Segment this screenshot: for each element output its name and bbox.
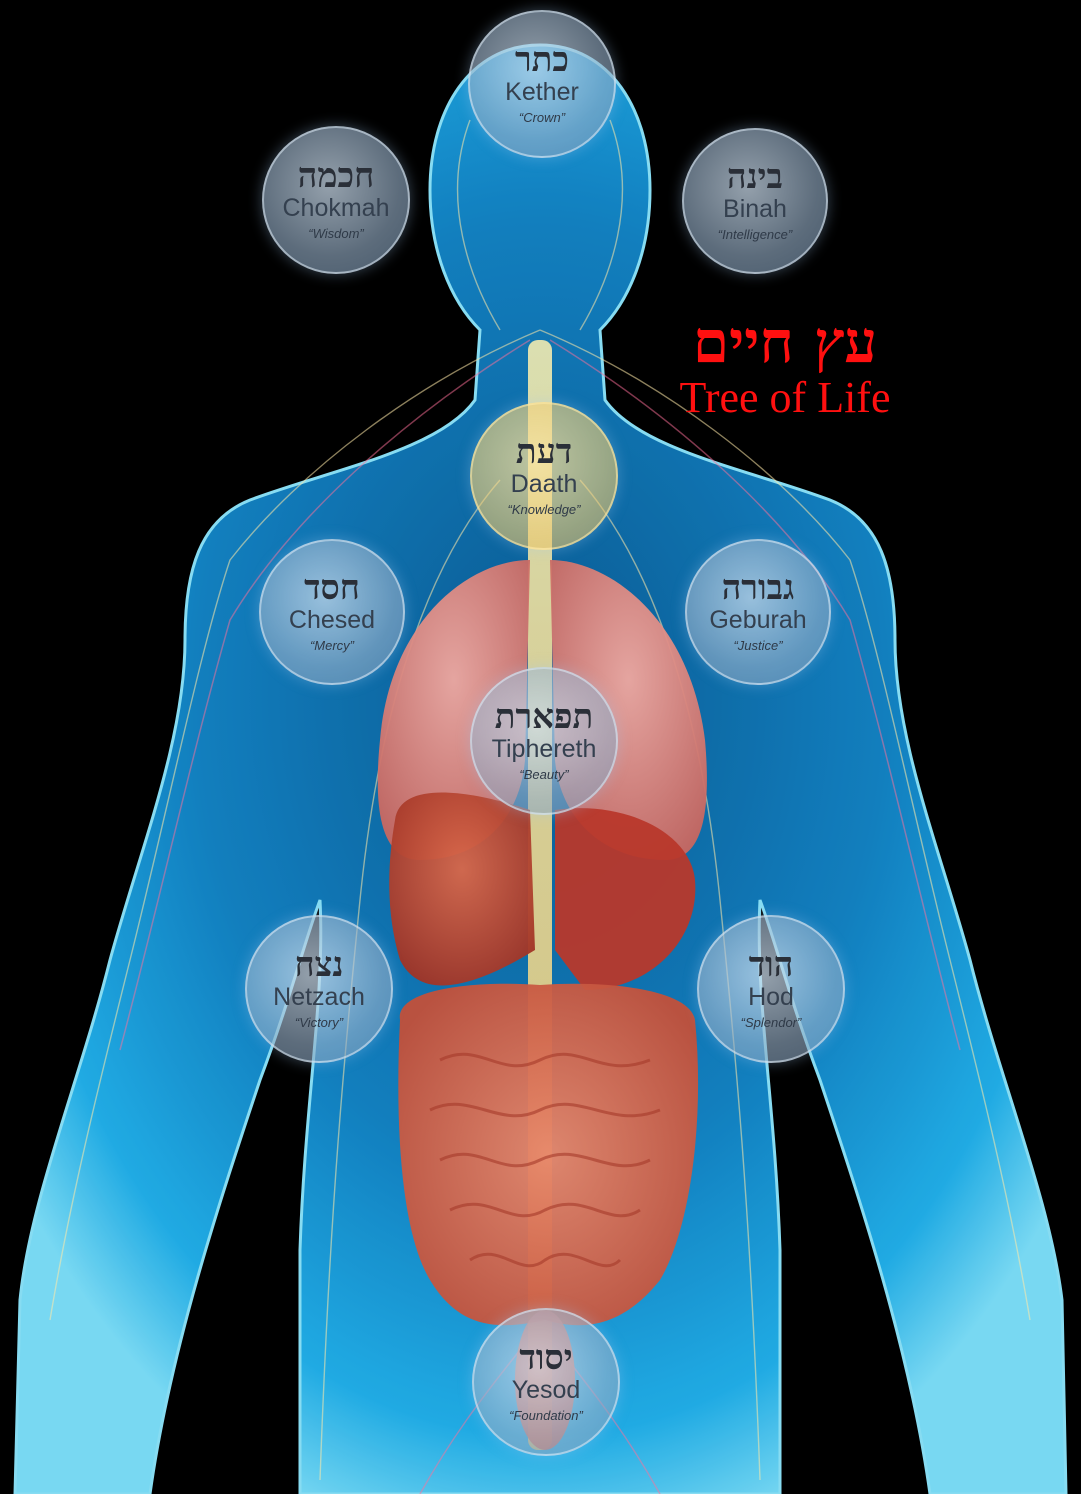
sephirah-netzach: נצח Netzach “Victory” (245, 915, 393, 1063)
tiphereth-meaning: “Beauty” (519, 767, 568, 782)
sephirah-chokmah: חכמה Chokmah “Wisdom” (262, 126, 410, 274)
geburah-meaning: “Justice” (733, 638, 782, 653)
sephirah-hod: הוד Hod “Splendor” (697, 915, 845, 1063)
geburah-name: Geburah (709, 607, 806, 635)
sephirah-binah: בינה Binah “Intelligence” (682, 128, 828, 274)
netzach-hebrew: נצח (295, 948, 344, 982)
tiphereth-hebrew: תפארת (495, 700, 594, 734)
sephirah-daath: דעת Daath “Knowledge” (470, 402, 618, 550)
hod-hebrew: הוד (749, 948, 794, 982)
title-english: Tree of Life (640, 373, 930, 424)
daath-meaning: “Knowledge” (508, 502, 581, 517)
netzach-meaning: “Victory” (295, 1015, 343, 1030)
chesed-meaning: “Mercy” (310, 638, 354, 653)
sephirah-yesod: יסוד Yesod “Foundation” (472, 1308, 620, 1456)
yesod-hebrew: יסוד (519, 1341, 572, 1375)
sephirah-chesed: חסד Chesed “Mercy” (259, 539, 405, 685)
kether-meaning: “Crown” (519, 110, 565, 125)
chokmah-name: Chokmah (283, 195, 390, 223)
netzach-name: Netzach (273, 984, 365, 1012)
geburah-hebrew: גבורה (722, 571, 795, 605)
daath-name: Daath (511, 471, 578, 499)
sephirah-geburah: גבורה Geburah “Justice” (685, 539, 831, 685)
hod-meaning: “Splendor” (741, 1015, 802, 1030)
yesod-name: Yesod (512, 1377, 581, 1405)
yesod-meaning: “Foundation” (509, 1408, 583, 1423)
binah-meaning: “Intelligence” (718, 227, 792, 242)
chokmah-meaning: “Wisdom” (308, 226, 364, 241)
kether-hebrew: כתר (515, 43, 569, 77)
daath-hebrew: דעת (516, 435, 572, 469)
tiphereth-name: Tiphereth (492, 736, 597, 764)
sephirah-tiphereth: תפארת Tiphereth “Beauty” (470, 667, 618, 815)
binah-name: Binah (723, 196, 787, 224)
chesed-name: Chesed (289, 607, 375, 635)
hod-name: Hod (748, 984, 794, 1012)
intestines (398, 984, 698, 1325)
kether-name: Kether (505, 79, 579, 107)
chesed-hebrew: חסד (304, 571, 360, 605)
chokmah-hebrew: חכמה (298, 159, 374, 193)
title-hebrew: עץ חיים (640, 312, 930, 373)
title-block: עץ חיים Tree of Life (640, 312, 930, 423)
liver (389, 793, 535, 986)
binah-hebrew: בינה (727, 160, 783, 194)
sephirah-kether: כתר Kether “Crown” (468, 10, 616, 158)
